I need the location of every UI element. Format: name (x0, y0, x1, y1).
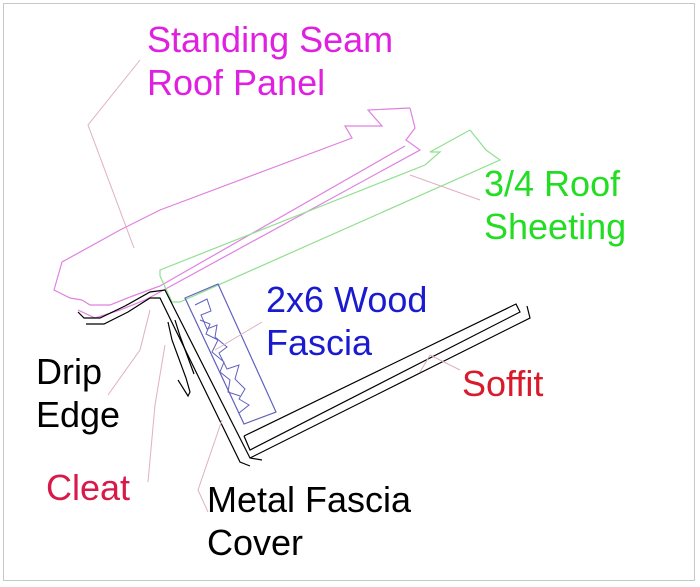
label-roof-panel-line2: Roof Panel (147, 62, 326, 103)
label-roof-sheeting-line2: Sheeting (484, 206, 627, 247)
label-metal-fascia-line2: Cover (207, 522, 304, 563)
wood-fascia-shape (184, 283, 277, 425)
label-wood-fascia: 2x6 Wood Fascia (266, 278, 427, 364)
label-drip-edge-line2: Edge (36, 394, 121, 435)
label-wood-fascia-line2: Fascia (266, 322, 373, 363)
roof-sheeting-shape (159, 129, 502, 303)
label-standing-seam-roof-panel: Standing Seam Roof Panel (147, 18, 393, 104)
diagram-frame (3, 3, 695, 581)
label-roof-panel-line1: Standing Seam (147, 19, 394, 60)
label-cleat-line1: Cleat (46, 467, 131, 508)
label-metal-fascia-cover: Metal Fascia Cover (207, 478, 411, 564)
label-metal-fascia-line1: Metal Fascia (207, 479, 412, 520)
label-roof-sheeting: 3/4 Roof Sheeting (484, 162, 626, 248)
roof-panel-shape (53, 107, 422, 319)
leader-lines (87, 59, 481, 513)
label-soffit-line1: Soffit (462, 363, 544, 404)
label-roof-sheeting-line1: 3/4 Roof (484, 163, 621, 204)
metal-flashing-shape (77, 289, 531, 467)
label-soffit: Soffit (462, 362, 543, 405)
label-drip-edge-line1: Drip (36, 351, 103, 392)
label-drip-edge: Drip Edge (36, 350, 120, 436)
label-cleat: Cleat (46, 466, 130, 509)
label-wood-fascia-line1: 2x6 Wood (266, 279, 428, 320)
